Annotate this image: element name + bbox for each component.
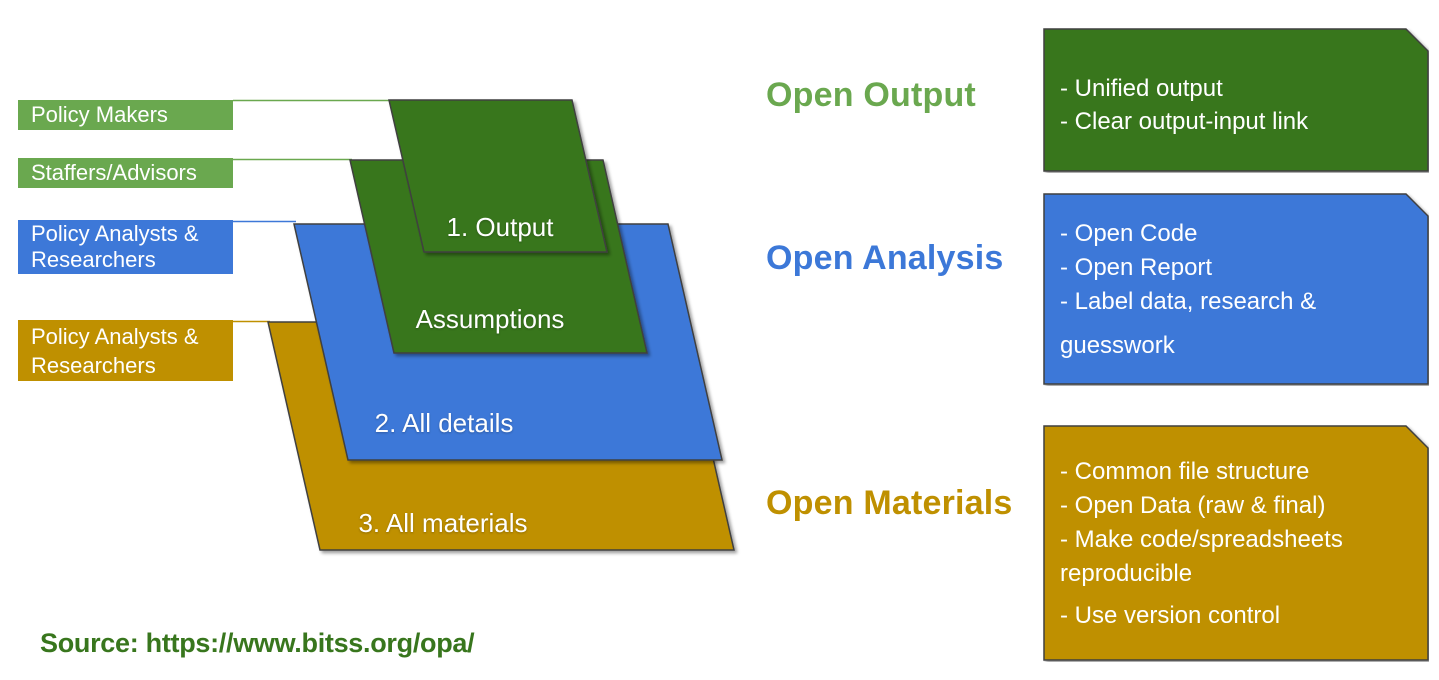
bullet-open-data-raw-final: - Open Data (raw & final) xyxy=(1060,492,1326,519)
heading-open-analysis: Open Analysis xyxy=(766,239,1004,277)
bullet-open-code: - Open Code xyxy=(1060,220,1198,247)
source-note: Source: https://www.bitss.org/opa/ xyxy=(40,628,475,658)
layer-label-all-details: 2. All details xyxy=(374,408,514,438)
layer-label-all-materials: 3. All materials xyxy=(358,508,528,538)
note-box-open-analysis: - Open Code - Open Report - Label data, … xyxy=(1043,193,1429,386)
note-box-open-materials: - Common file structure - Open Data (raw… xyxy=(1043,425,1429,662)
audience-box-policy-makers: Policy Makers xyxy=(18,100,233,130)
bullet-common-file-structure: - Common file structure xyxy=(1060,458,1310,485)
bullet-unified-output: - Unified output xyxy=(1060,75,1223,102)
bullet-clear-output-input-link: - Clear output-input link xyxy=(1060,108,1309,135)
audience-box-analysts-researchers-gold: Policy Analysts & Researchers xyxy=(18,320,233,381)
note-box-open-materials-shape xyxy=(1043,425,1429,661)
note-box-open-analysis-text: - Open Code - Open Report - Label data, … xyxy=(1043,193,1429,363)
heading-open-output: Open Output xyxy=(766,76,976,114)
heading-open-materials: Open Materials xyxy=(766,484,1013,522)
note-box-open-analysis-shape xyxy=(1043,193,1429,385)
layer-label-output: 1. Output xyxy=(446,212,554,242)
bullet-guesswork: guesswork xyxy=(1060,332,1175,359)
layer-label-assumptions: Assumptions xyxy=(415,304,565,334)
note-box-open-output: - Unified output - Clear output-input li… xyxy=(1043,28,1429,173)
bullet-open-report: - Open Report xyxy=(1060,254,1213,281)
bullet-label-data-research: - Label data, research & xyxy=(1060,288,1317,315)
audience-box-analysts-researchers-blue: Policy Analysts & Researchers xyxy=(18,220,233,274)
bullet-make-code-spreadsheets: - Make code/spreadsheets xyxy=(1060,526,1343,553)
bullet-reproducible: reproducible xyxy=(1060,560,1193,587)
note-box-open-output-text: - Unified output - Clear output-input li… xyxy=(1043,28,1429,138)
note-box-open-output-shape xyxy=(1043,28,1429,172)
bullet-use-version-control: - Use version control xyxy=(1060,602,1281,629)
pyramid-layer-output xyxy=(388,99,608,253)
note-box-open-materials-text: - Common file structure - Open Data (raw… xyxy=(1043,425,1429,633)
audience-box-staffers-advisors: Staffers/Advisors xyxy=(18,158,233,188)
